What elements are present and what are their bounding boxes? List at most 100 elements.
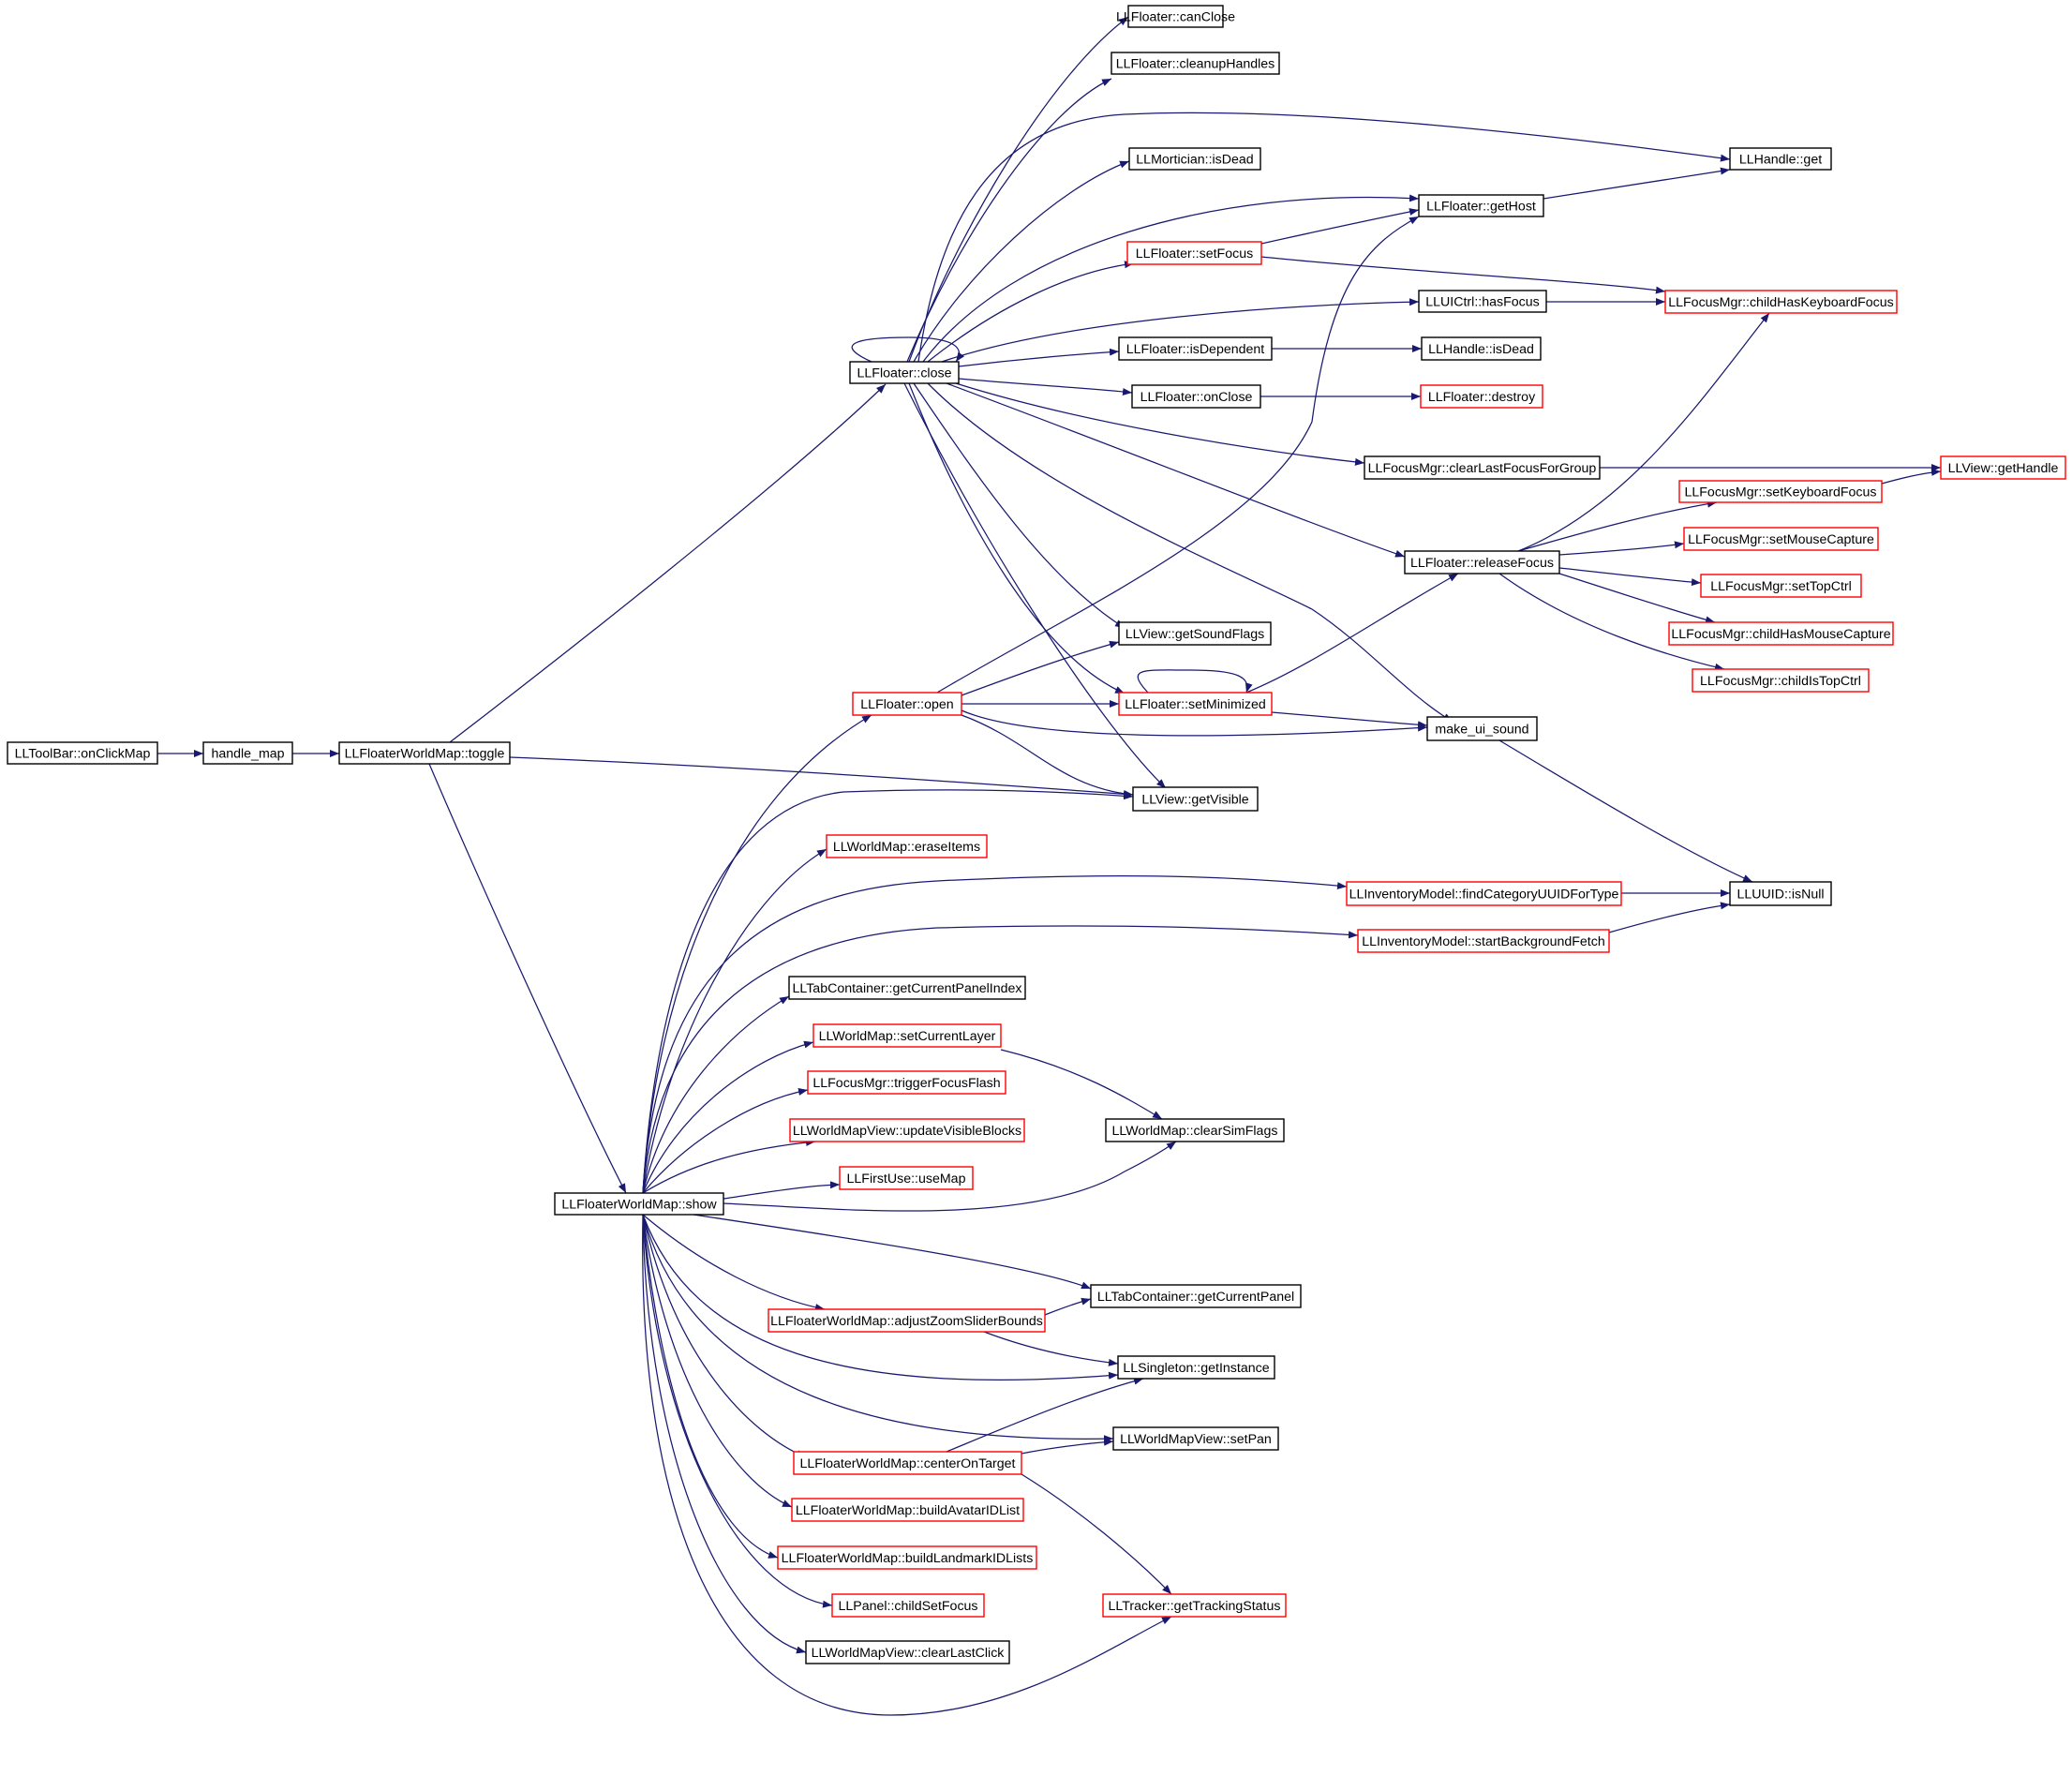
node-box[interactable] xyxy=(805,1640,1010,1664)
node-setMinimized[interactable]: LLFloater::setMinimized xyxy=(1118,692,1273,716)
node-childSetFocus[interactable]: LLPanel::childSetFocus xyxy=(831,1593,985,1618)
node-setCurrentLayer[interactable]: LLWorldMap::setCurrentLayer xyxy=(812,1023,1002,1048)
node-box[interactable] xyxy=(1128,147,1261,171)
node-box[interactable] xyxy=(1364,455,1601,480)
node-box[interactable] xyxy=(1940,455,2066,480)
node-box[interactable] xyxy=(1678,480,1883,503)
node-box[interactable] xyxy=(1404,550,1560,575)
node-box[interactable] xyxy=(554,1192,724,1216)
node-setPan[interactable]: LLWorldMapView::setPan xyxy=(1112,1426,1279,1451)
node-childHasKbd[interactable]: LLFocusMgr::childHasKeyboardFocus xyxy=(1664,290,1898,314)
node-box[interactable] xyxy=(839,1166,974,1190)
node-box[interactable] xyxy=(1111,52,1280,75)
node-onClose[interactable]: LLFloater::onClose xyxy=(1131,384,1261,409)
node-clearLastFocus[interactable]: LLFocusMgr::clearLastFocusForGroup xyxy=(1364,455,1601,480)
node-canClose[interactable]: LLFloater::canClose xyxy=(1116,5,1235,28)
node-getHost[interactable]: LLFloater::getHost xyxy=(1418,194,1544,217)
node-box[interactable] xyxy=(812,1023,1002,1048)
node-box[interactable] xyxy=(768,1308,1046,1333)
node-box[interactable] xyxy=(1418,290,1547,313)
node-updateVisibleBlocks[interactable]: LLWorldMapView::updateVisibleBlocks xyxy=(789,1118,1025,1142)
node-clearLastClick[interactable]: LLWorldMapView::clearLastClick xyxy=(805,1640,1010,1664)
node-box[interactable] xyxy=(1132,786,1259,812)
node-box[interactable] xyxy=(788,976,1026,1000)
node-findCategory[interactable]: LLInventoryModel::findCategoryUUIDForTyp… xyxy=(1346,881,1622,906)
node-box[interactable] xyxy=(1127,5,1224,28)
node-releaseFocus[interactable]: LLFloater::releaseFocus xyxy=(1404,550,1560,575)
node-box[interactable] xyxy=(1105,1118,1285,1142)
node-box[interactable] xyxy=(777,1545,1037,1570)
node-box[interactable] xyxy=(1090,1284,1302,1308)
node-box[interactable] xyxy=(849,361,960,384)
node-handle_map[interactable]: handle_map xyxy=(202,741,293,765)
node-box[interactable] xyxy=(826,834,988,858)
node-box[interactable] xyxy=(1118,692,1273,716)
node-handle_isDead[interactable]: LLHandle::isDead xyxy=(1421,336,1542,361)
node-box[interactable] xyxy=(1692,668,1870,693)
node-startBgFetch[interactable]: LLInventoryModel::startBackgroundFetch xyxy=(1357,929,1610,953)
node-buildAvatar[interactable]: LLFloaterWorldMap::buildAvatarIDList xyxy=(791,1498,1024,1522)
node-show[interactable]: LLFloaterWorldMap::show xyxy=(554,1192,724,1216)
node-box[interactable] xyxy=(1117,1355,1275,1380)
node-centerOnTarget[interactable]: LLFloaterWorldMap::centerOnTarget xyxy=(793,1451,1022,1475)
node-setTopCtrl[interactable]: LLFocusMgr::setTopCtrl xyxy=(1700,574,1862,598)
node-childHasMouse[interactable]: LLFocusMgr::childHasMouseCapture xyxy=(1668,621,1894,646)
node-box[interactable] xyxy=(338,741,511,765)
node-box[interactable] xyxy=(202,741,293,765)
node-box[interactable] xyxy=(1420,384,1543,409)
node-box[interactable] xyxy=(1668,621,1894,646)
node-clearSimFlags[interactable]: LLWorldMap::clearSimFlags xyxy=(1105,1118,1285,1142)
node-hasFocus[interactable]: LLUICtrl::hasFocus xyxy=(1418,290,1547,313)
node-open[interactable]: LLFloater::open xyxy=(852,692,962,716)
node-getCurrentPanel[interactable]: LLTabContainer::getCurrentPanel xyxy=(1090,1284,1302,1308)
node-setFocus[interactable]: LLFloater::setFocus xyxy=(1126,241,1262,265)
node-box[interactable] xyxy=(807,1070,1006,1095)
node-childIsTop[interactable]: LLFocusMgr::childIsTopCtrl xyxy=(1692,668,1870,693)
node-box[interactable] xyxy=(1664,290,1898,314)
node-box[interactable] xyxy=(1131,384,1261,409)
node-isDead_m[interactable]: LLMortician::isDead xyxy=(1128,147,1261,171)
node-adjustZoom[interactable]: LLFloaterWorldMap::adjustZoomSliderBound… xyxy=(768,1308,1046,1333)
node-box[interactable] xyxy=(793,1451,1022,1475)
node-box[interactable] xyxy=(789,1118,1025,1142)
node-box[interactable] xyxy=(791,1498,1024,1522)
node-box[interactable] xyxy=(1346,881,1622,906)
node-box[interactable] xyxy=(1357,929,1610,953)
node-toggle[interactable]: LLFloaterWorldMap::toggle xyxy=(338,741,511,765)
node-box[interactable] xyxy=(1102,1593,1287,1618)
node-box[interactable] xyxy=(1112,1426,1279,1451)
node-make_ui_sound[interactable]: make_ui_sound xyxy=(1426,716,1538,741)
node-box[interactable] xyxy=(852,692,962,716)
node-box[interactable] xyxy=(7,741,158,765)
node-close[interactable]: LLFloater::close xyxy=(849,361,960,384)
node-destroy[interactable]: LLFloater::destroy xyxy=(1420,384,1543,409)
node-getSoundFlags[interactable]: LLView::getSoundFlags xyxy=(1118,621,1272,646)
node-box[interactable] xyxy=(831,1593,985,1618)
node-box[interactable] xyxy=(1118,336,1273,361)
node-box[interactable] xyxy=(1418,194,1544,217)
node-getCurPanelIndex[interactable]: LLTabContainer::getCurrentPanelIndex xyxy=(788,976,1026,1000)
node-box[interactable] xyxy=(1126,241,1262,265)
node-handle_get[interactable]: LLHandle::get xyxy=(1729,147,1832,171)
node-box[interactable] xyxy=(1683,527,1879,551)
node-buildLandmark[interactable]: LLFloaterWorldMap::buildLandmarkIDLists xyxy=(777,1545,1037,1570)
node-getInstance[interactable]: LLSingleton::getInstance xyxy=(1117,1355,1275,1380)
node-triggerFocusFlash[interactable]: LLFocusMgr::triggerFocusFlash xyxy=(807,1070,1006,1095)
node-isDependent[interactable]: LLFloater::isDependent xyxy=(1118,336,1273,361)
node-getVisible[interactable]: LLView::getVisible xyxy=(1132,786,1259,812)
node-useMap[interactable]: LLFirstUse::useMap xyxy=(839,1166,974,1190)
node-getTracking[interactable]: LLTracker::getTrackingStatus xyxy=(1102,1593,1287,1618)
node-box[interactable] xyxy=(1426,716,1538,741)
node-root[interactable]: LLToolBar::onClickMap xyxy=(7,741,158,765)
node-box[interactable] xyxy=(1118,621,1272,646)
node-cleanupHandles[interactable]: LLFloater::cleanupHandles xyxy=(1111,52,1280,75)
node-box[interactable] xyxy=(1421,336,1542,361)
node-box[interactable] xyxy=(1729,147,1832,171)
node-box[interactable] xyxy=(1729,881,1832,906)
node-eraseItems[interactable]: LLWorldMap::eraseItems xyxy=(826,834,988,858)
node-isNull[interactable]: LLUUID::isNull xyxy=(1729,881,1832,906)
node-setMouse[interactable]: LLFocusMgr::setMouseCapture xyxy=(1683,527,1879,551)
node-setKbd[interactable]: LLFocusMgr::setKeyboardFocus xyxy=(1678,480,1883,503)
node-box[interactable] xyxy=(1700,574,1862,598)
node-getHandle[interactable]: LLView::getHandle xyxy=(1940,455,2066,480)
